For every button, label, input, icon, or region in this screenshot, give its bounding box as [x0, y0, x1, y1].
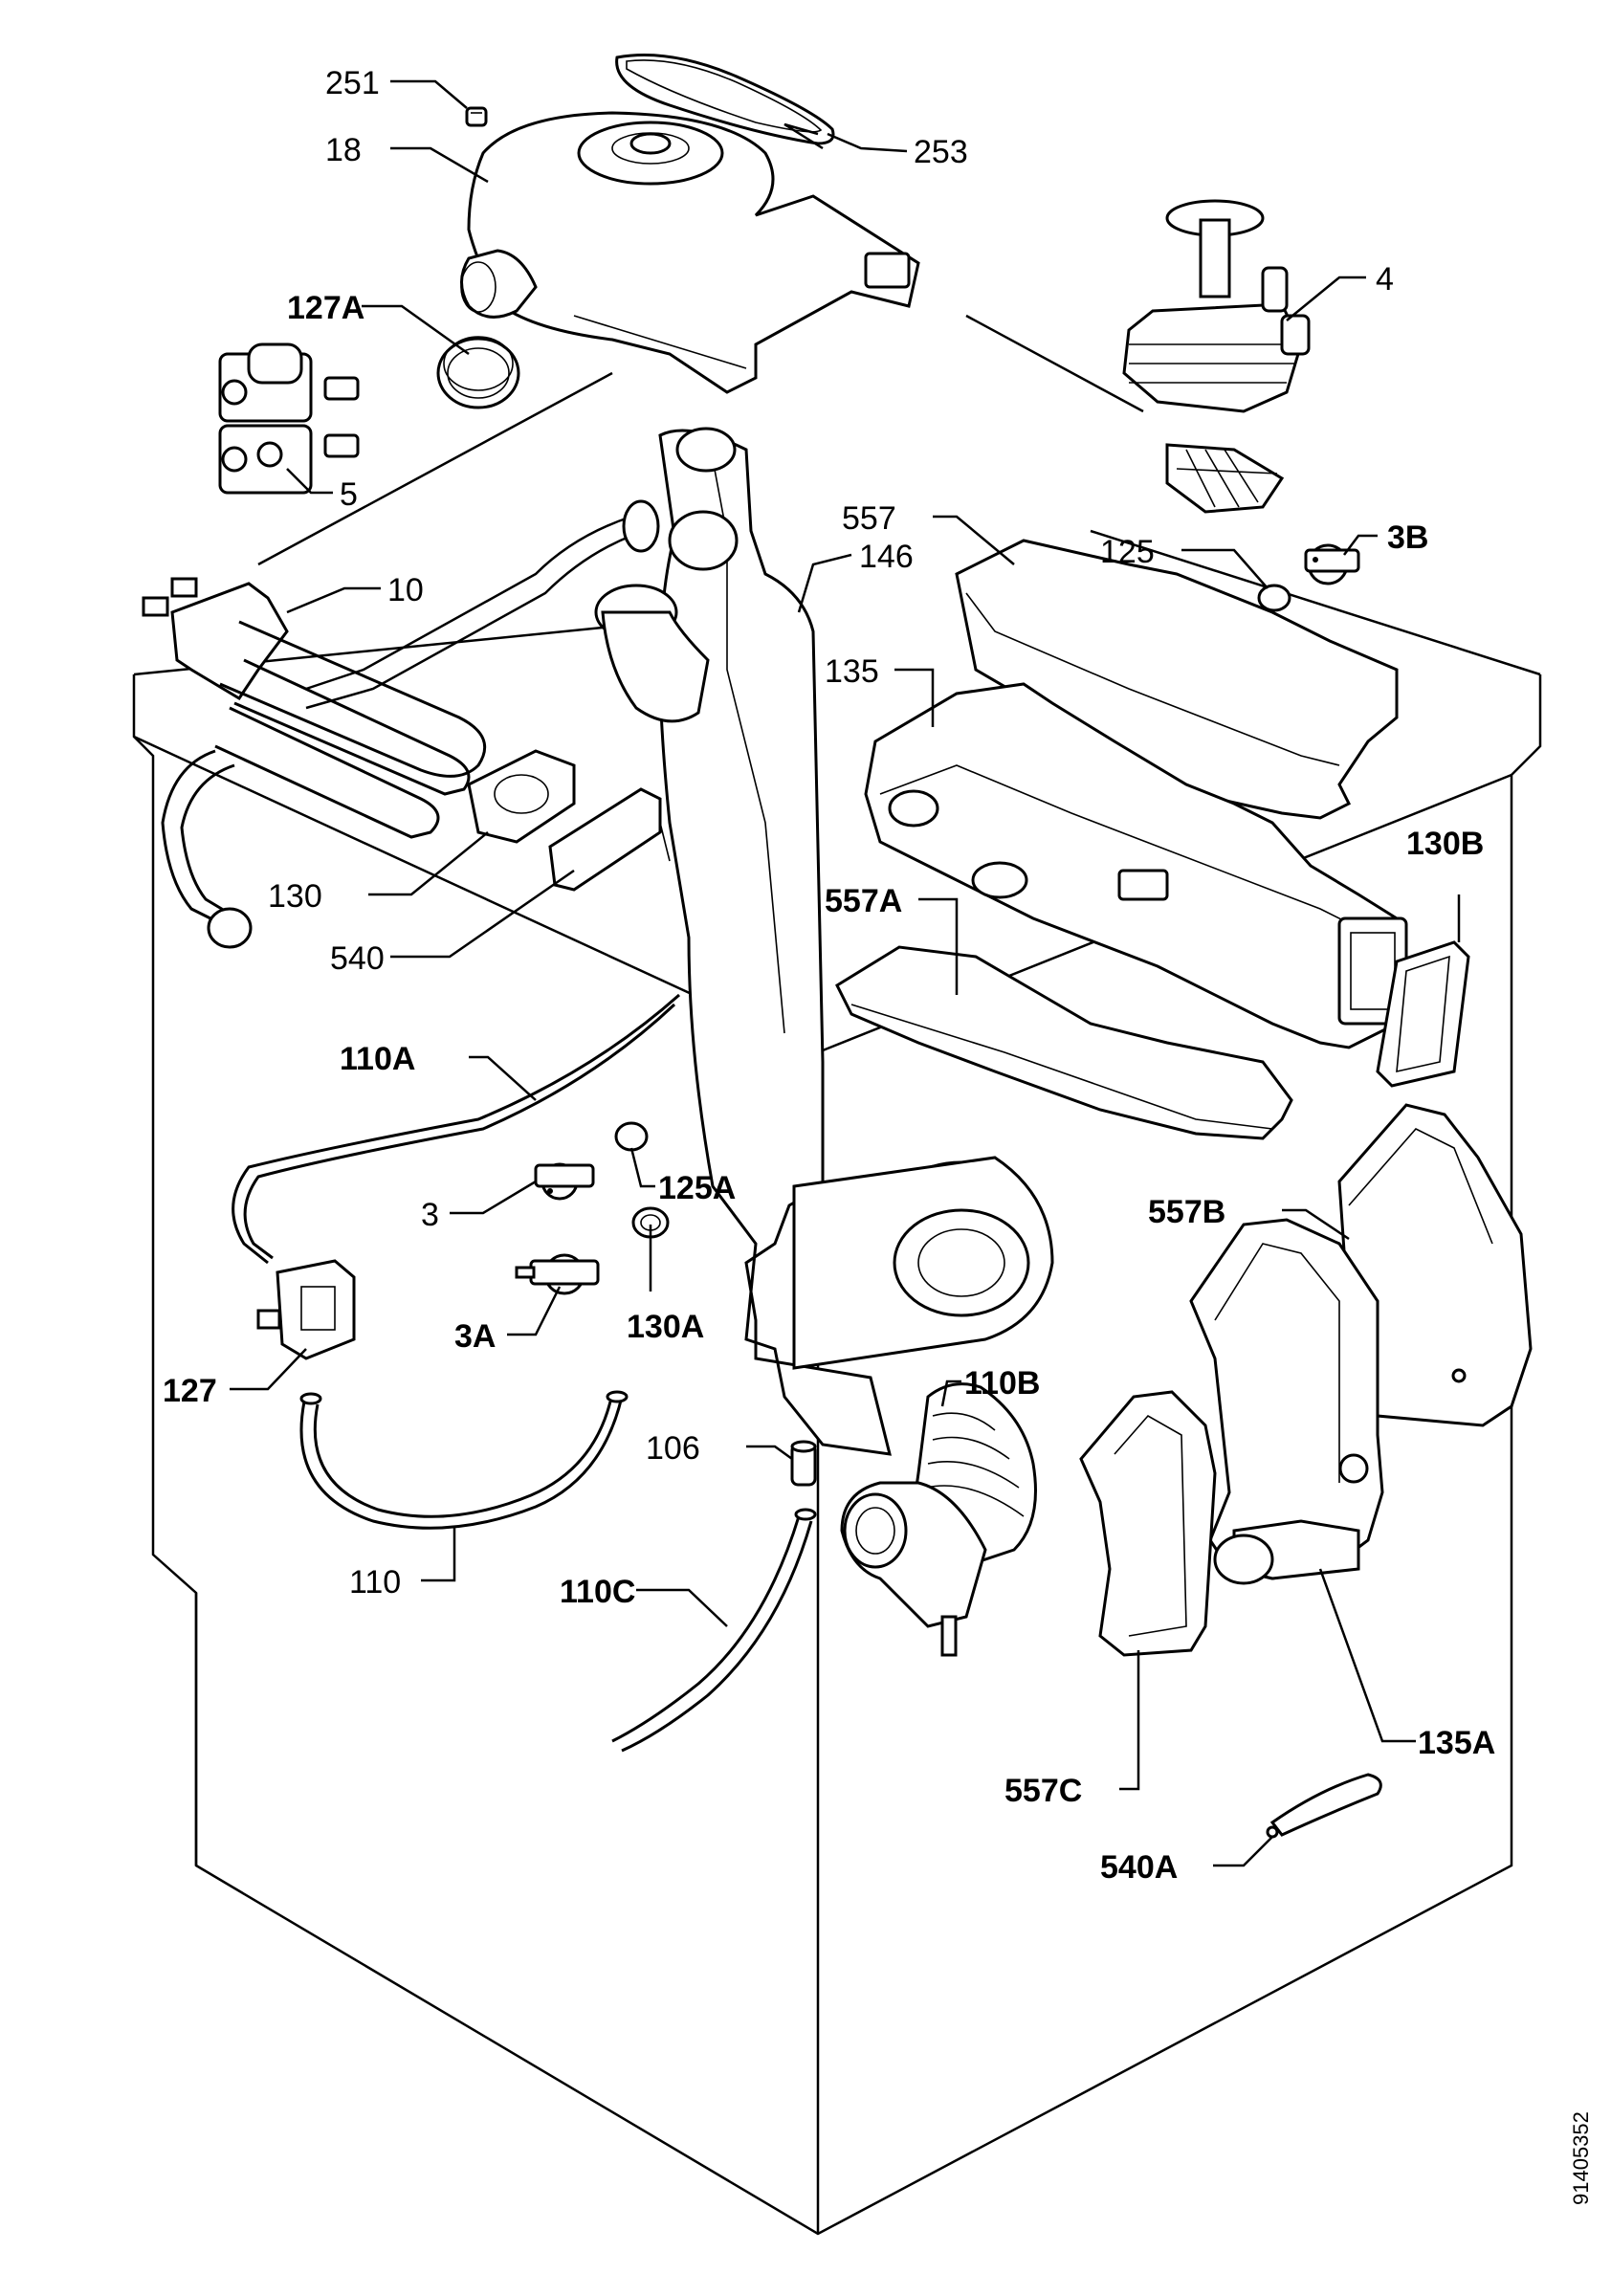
part-3B-thermostat: [1304, 543, 1360, 585]
part-540A-clamp: [1266, 1773, 1382, 1839]
part-146-air-duct: [594, 427, 1054, 1456]
part-130-gasket: [467, 749, 576, 844]
label-4: 4: [1376, 261, 1394, 298]
label-3A: 3A: [454, 1318, 496, 1355]
label-10: 10: [387, 572, 424, 608]
label-557A: 557A: [825, 883, 902, 919]
label-106: 106: [646, 1430, 700, 1467]
label-125: 125: [1100, 534, 1155, 570]
label-130: 130: [268, 878, 322, 915]
label-135A: 135A: [1418, 1725, 1495, 1761]
label-135: 135: [825, 653, 879, 690]
part-5-solenoid-valve: [218, 342, 360, 495]
part-125A-ring: [614, 1121, 649, 1152]
part-18-fan-housing: [460, 111, 920, 394]
leader-lines: [230, 79, 1461, 1867]
part-127A-ring: [436, 336, 520, 409]
part-127-connector: [256, 1259, 356, 1360]
label-253: 253: [914, 134, 968, 170]
label-251: 251: [325, 65, 380, 101]
label-110B: 110B: [964, 1365, 1040, 1402]
part-135A-condenser: [1189, 1218, 1384, 1585]
document-number: 91405352: [1569, 2111, 1593, 2205]
part-106-fitting: [790, 1440, 817, 1487]
part-253-belt: [615, 54, 835, 145]
label-557: 557: [842, 500, 896, 537]
label-130B: 130B: [1406, 826, 1484, 862]
part-110C-hose: [611, 1508, 817, 1753]
label-557B: 557B: [1148, 1194, 1225, 1230]
part-251-nut: [465, 106, 488, 127]
part-110-hose: [299, 1390, 629, 1530]
part-110B-bellow: [840, 1382, 1037, 1657]
part-110A-hose: [232, 993, 680, 1265]
label-18: 18: [325, 132, 362, 168]
label-540: 540: [330, 940, 385, 977]
part-557A-cover: [835, 945, 1293, 1140]
part-130B-seal: [1376, 940, 1470, 1088]
label-127A: 127A: [287, 290, 364, 326]
part-557C-seal: [1079, 1390, 1217, 1657]
label-110: 110: [349, 1564, 401, 1601]
part-4-pump-motor: [1122, 199, 1311, 514]
label-110A: 110A: [340, 1041, 415, 1077]
part-10-heating-element: [142, 577, 487, 949]
part-3A-thermostat: [515, 1253, 600, 1295]
label-146: 146: [859, 539, 914, 575]
label-540A: 540A: [1100, 1849, 1178, 1886]
label-5: 5: [340, 476, 358, 513]
duct-hose: [305, 499, 660, 710]
label-3: 3: [421, 1197, 439, 1233]
label-130A: 130A: [627, 1309, 704, 1345]
label-125A: 125A: [658, 1170, 736, 1206]
label-557C: 557C: [1004, 1773, 1082, 1809]
label-110C: 110C: [560, 1574, 635, 1610]
part-labels: 251 18 253 4 127A 5 557 125 3B 146 10 13…: [163, 65, 1495, 1886]
label-127: 127: [163, 1373, 217, 1409]
part-3-thermostat: [534, 1162, 595, 1201]
label-3B: 3B: [1387, 519, 1428, 556]
part-125-o-ring: [1257, 584, 1291, 612]
